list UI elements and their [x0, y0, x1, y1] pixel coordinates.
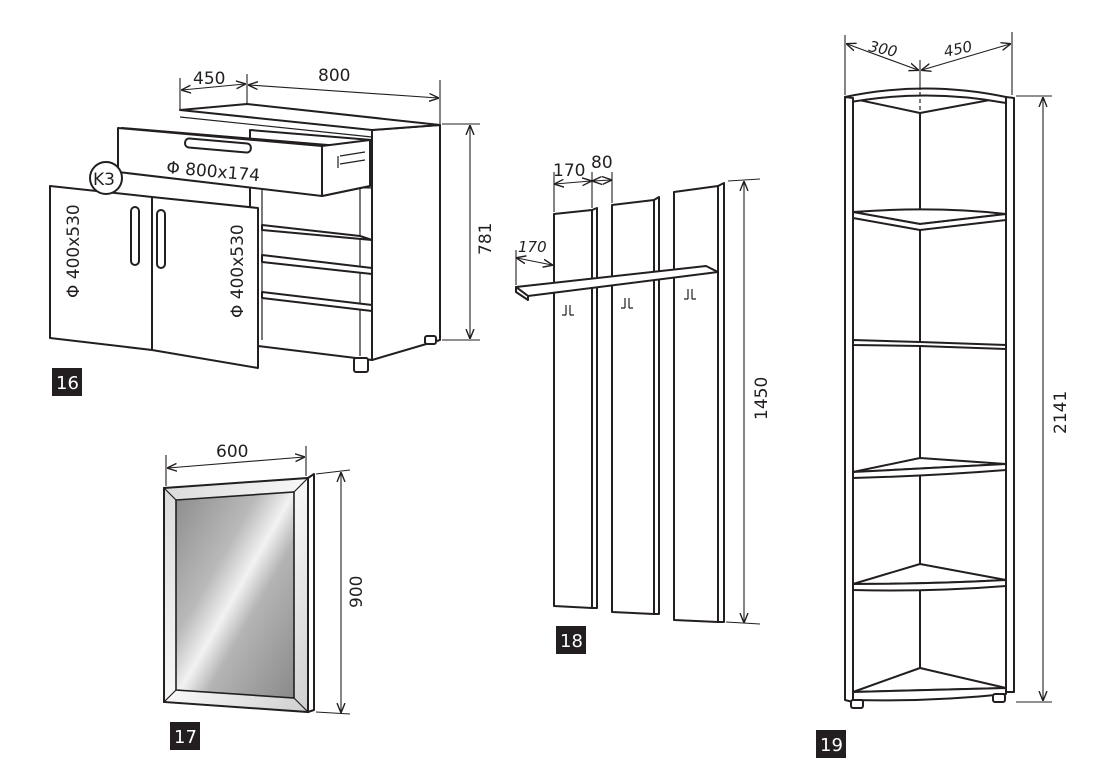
item-16-depth-label: 450	[193, 69, 225, 89]
item-18-badge-text: 18	[560, 631, 583, 652]
item-16-right-door-label: Φ 400x530	[228, 224, 248, 318]
item-18-panel-width-label: 170	[553, 161, 585, 181]
item-18-gap-label: 80	[591, 153, 613, 173]
item-19-badge	[816, 730, 846, 758]
item-19-corner-shelf: 300 450 2141 19	[816, 32, 1071, 758]
item-17-badge	[170, 722, 200, 750]
item-18-wall-panels: 170 80 170 1450 18	[515, 153, 772, 654]
item-17-badge-text: 17	[174, 727, 197, 748]
item-16-badge	[52, 368, 82, 396]
item-19-side-b-label: 450	[942, 37, 974, 61]
item-19-side-a-label: 300	[867, 37, 899, 61]
item-16-callout: K3	[93, 170, 115, 190]
item-18-height-label: 1450	[752, 377, 772, 420]
item-17-mirror: 600 900 17	[163, 442, 367, 750]
item-19-height-label: 2141	[1051, 391, 1071, 434]
item-16-width-label: 800	[318, 66, 350, 86]
item-17-width-label: 600	[216, 442, 248, 462]
item-16-left-door-label: Φ 400x530	[64, 204, 84, 298]
item-19-badge-text: 19	[820, 735, 843, 756]
item-17-height-label: 900	[347, 576, 367, 608]
item-18-shelf-depth-label: 170	[518, 238, 547, 256]
item-16-height-label: 781	[476, 223, 496, 255]
item-16-badge-text: 16	[56, 373, 79, 394]
item-18-badge	[556, 626, 586, 654]
item-16-callout-circle	[89, 161, 123, 195]
item-16-cabinet: 450 800 781 Φ 800x174 Φ 400x530 Φ 400x53…	[49, 66, 496, 396]
